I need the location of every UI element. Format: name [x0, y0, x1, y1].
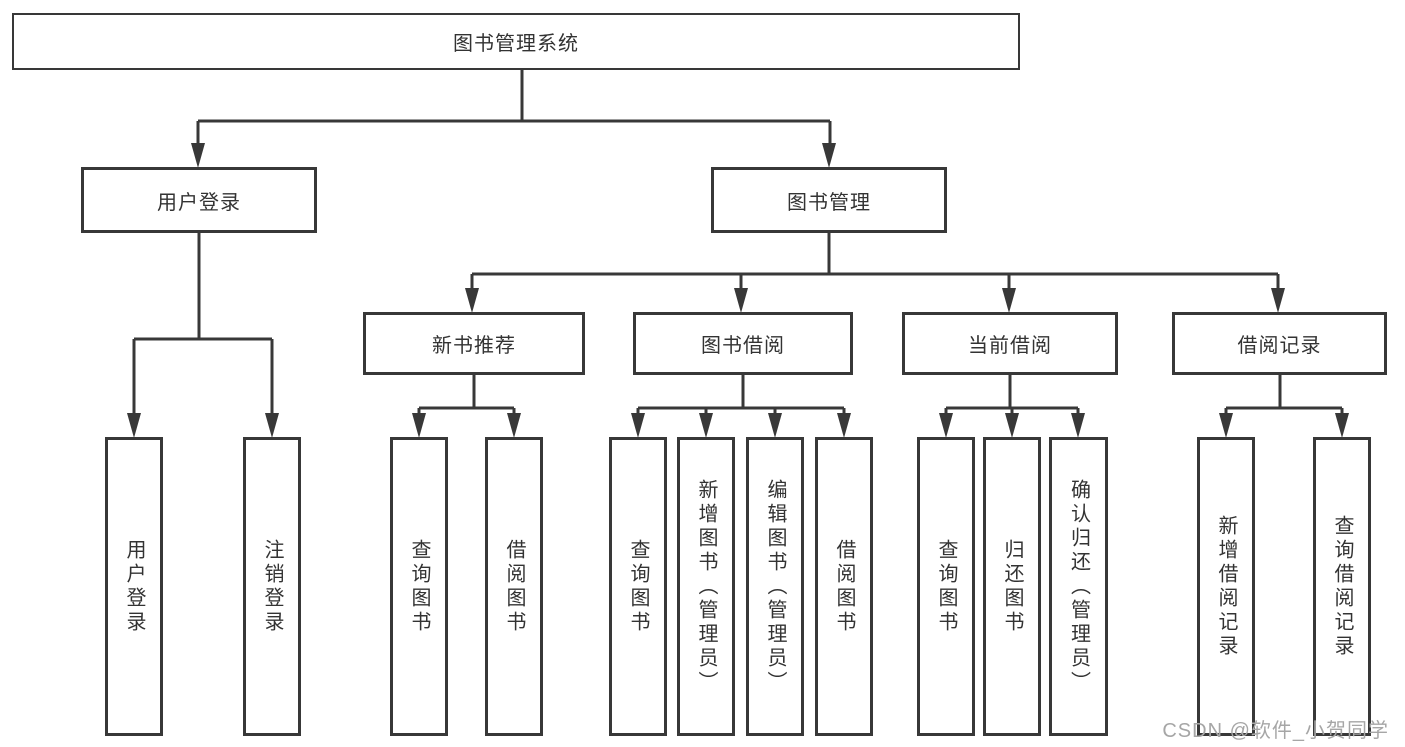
leaf-user-login-label: 用户登录 [123, 538, 145, 635]
node-book-management-label: 图书管理 [787, 191, 871, 214]
leaf-bw-add-book-admin-label: 新增图书（管理员） [695, 478, 717, 695]
leaf-cur-query-book: 查询图书 [917, 437, 975, 736]
node-book-management: 图书管理 [711, 167, 947, 233]
leaf-bw-borrow-book-label: 借阅图书 [833, 538, 855, 635]
leaf-rec-query-borrow-record: 查询借阅记录 [1313, 437, 1371, 736]
node-current-borrow-label: 当前借阅 [968, 335, 1052, 357]
node-user-login-label: 用户登录 [157, 191, 241, 214]
leaf-cur-confirm-return-admin: 确认归还（管理员） [1049, 437, 1108, 736]
leaf-logout: 注销登录 [243, 437, 301, 736]
leaf-cur-query-book-label: 查询图书 [935, 538, 957, 635]
leaf-nb-query-book: 查询图书 [390, 437, 448, 736]
leaf-bw-query-book-label: 查询图书 [627, 538, 649, 635]
node-book-borrow-label: 图书借阅 [701, 335, 785, 357]
leaf-rec-query-borrow-record-label: 查询借阅记录 [1331, 514, 1353, 659]
leaf-nb-borrow-book: 借阅图书 [485, 437, 543, 736]
leaf-rec-add-borrow-record: 新增借阅记录 [1197, 437, 1255, 736]
node-borrow-record-label: 借阅记录 [1237, 335, 1322, 357]
leaf-user-login: 用户登录 [105, 437, 163, 736]
leaf-logout-label: 注销登录 [261, 538, 283, 635]
node-new-book-recommend-label: 新书推荐 [432, 335, 516, 357]
node-root: 图书管理系统 [12, 13, 1020, 70]
leaf-bw-edit-book-admin-label: 编辑图书（管理员） [764, 478, 786, 695]
leaf-bw-add-book-admin: 新增图书（管理员） [677, 437, 735, 736]
node-root-label: 图书管理系统 [453, 33, 579, 55]
leaf-nb-query-book-label: 查询图书 [408, 538, 430, 635]
leaf-cur-return-book: 归还图书 [983, 437, 1041, 736]
node-user-login: 用户登录 [81, 167, 317, 233]
csdn-watermark: CSDN @软件_小贺同学 [1162, 720, 1389, 742]
node-book-borrow: 图书借阅 [633, 312, 853, 375]
node-new-book-recommend: 新书推荐 [363, 312, 585, 375]
leaf-bw-query-book: 查询图书 [609, 437, 667, 736]
leaf-cur-return-book-label: 归还图书 [1001, 538, 1023, 635]
leaf-bw-edit-book-admin: 编辑图书（管理员） [746, 437, 804, 736]
leaf-rec-add-borrow-record-label: 新增借阅记录 [1215, 514, 1237, 659]
leaf-bw-borrow-book: 借阅图书 [815, 437, 873, 736]
node-borrow-record: 借阅记录 [1172, 312, 1387, 375]
node-current-borrow: 当前借阅 [902, 312, 1118, 375]
leaf-cur-confirm-return-admin-label: 确认归还（管理员） [1067, 478, 1090, 695]
leaf-nb-borrow-book-label: 借阅图书 [503, 538, 525, 635]
